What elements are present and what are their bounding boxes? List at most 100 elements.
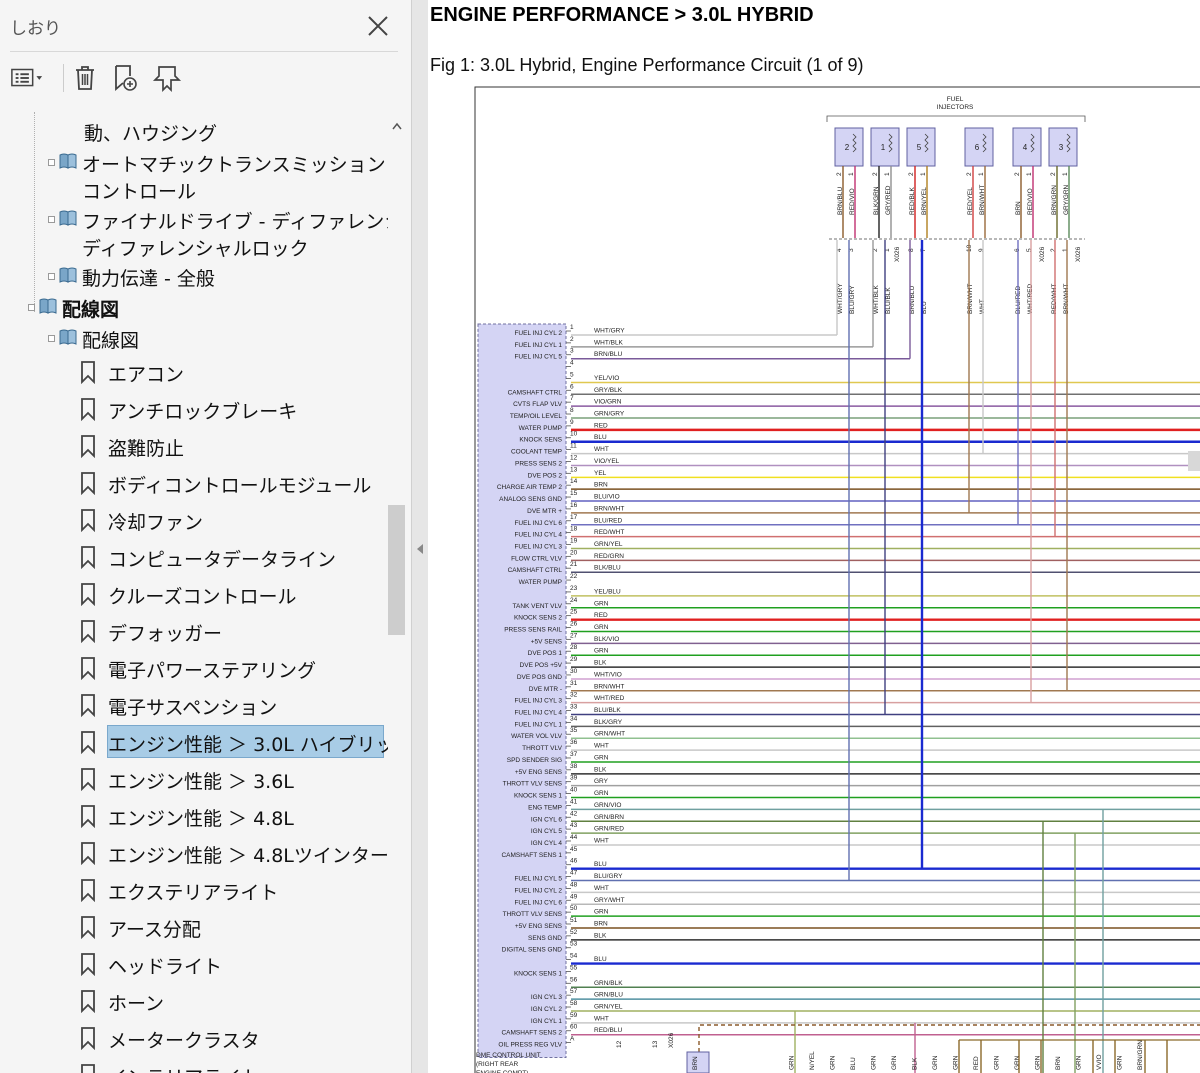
figure-caption: Fig 1: 3.0L Hybrid, Engine Performance C… <box>430 55 864 75</box>
pin-signal-label: FUEL INJ CYL 4 <box>514 532 562 539</box>
pin-number: 56 <box>570 976 578 983</box>
pin-number: A <box>570 1036 575 1043</box>
tree-node[interactable]: 動、ハウジング <box>0 116 388 147</box>
wire-color-label: YEL/VIO <box>594 375 619 382</box>
wire-color-label: YEL <box>594 470 607 477</box>
pin-signal-label: CAMSHAFT CTRL <box>508 567 563 574</box>
chevron-up-icon[interactable] <box>392 120 402 133</box>
bookmark-item[interactable]: アース分配 <box>0 909 388 946</box>
pin-signal-label: FUEL INJ CYL 5 <box>514 354 562 361</box>
bookmark-item[interactable]: ヘッドライト <box>0 946 388 983</box>
coil-symbol <box>888 133 893 153</box>
pin-signal-label: CHARGE AIR TEMP 2 <box>497 484 563 491</box>
pin-number: 30 <box>570 668 578 675</box>
harness-wire-label: WHT/BLK <box>873 284 880 314</box>
bottom-wire-label: GRN <box>1035 1055 1042 1070</box>
connector-pin: 8 <box>908 248 915 252</box>
injector-pin: 2 <box>836 172 843 176</box>
tree-node[interactable]: オートマチックトランスミッション - ギア、コントロール <box>0 147 388 204</box>
trash-icon[interactable] <box>68 62 102 94</box>
bookmark-item[interactable]: ボディコントロールモジュール <box>0 465 388 502</box>
pin-number: 11 <box>570 443 577 450</box>
sidebar-scrollbar[interactable] <box>388 112 405 1073</box>
injector-pin: 2 <box>872 172 879 176</box>
pin-signal-label: DVE MTR + <box>527 508 562 515</box>
bookmark-label: アース分配 <box>108 919 201 941</box>
bookmark-item[interactable]: 冷却ファン <box>0 502 388 539</box>
pin-signal-label: FUEL INJ CYL 6 <box>514 899 562 906</box>
bottom-wire-label: RED <box>973 1056 980 1070</box>
expand-toggle-icon[interactable] <box>48 159 55 166</box>
scroll-thumb[interactable] <box>388 505 405 635</box>
wire-color-label: GRN <box>594 754 609 761</box>
pin-number: 16 <box>570 502 578 509</box>
pin-signal-label: WATER PUMP <box>519 425 562 432</box>
bookmark-item[interactable]: クルーズコントロール <box>0 576 388 613</box>
expand-toggle-icon[interactable] <box>28 304 35 311</box>
bookmark-item[interactable]: ホーン <box>0 983 388 1020</box>
pin-number: 7 <box>570 395 574 402</box>
bookmark-item[interactable]: コンピュータデータライン <box>0 539 388 576</box>
tree-node[interactable]: 動力伝達 - 全般 <box>0 261 388 292</box>
bookmark-item[interactable]: インテリアライト <box>0 1057 388 1073</box>
chevron-left-icon[interactable] <box>416 544 424 557</box>
pin-signal-label: THROTT VLV SENS <box>503 911 563 918</box>
bookmark-item[interactable]: エンジン性能 ＞ 3.6L <box>0 761 388 798</box>
tree-node[interactable]: ファイナルドライブ - ディファレンシャル、ディファレンシャルロック <box>0 204 388 261</box>
wire-color-label: BRN <box>594 921 608 928</box>
pin-signal-label: KNOCK SENS 2 <box>514 615 562 622</box>
pin-signal-label: IGN CYL 5 <box>531 828 563 835</box>
bookmark-label: エンジン性能 ＞ 3.6L <box>108 771 294 793</box>
panel-splitter[interactable] <box>412 0 428 1073</box>
bookmark-label: 盗難防止 <box>108 438 185 460</box>
wire-color-label: RED/WHT <box>594 529 624 536</box>
pin-signal-label: +5V ENG SENS <box>515 923 563 930</box>
bookmark-item[interactable]: 電子サスペンション <box>0 687 388 724</box>
pin-signal-label: SENS GND <box>528 935 562 942</box>
bottom-wire-label: GRN <box>871 1055 878 1070</box>
bookmark-item[interactable]: デフォッガー <box>0 613 388 650</box>
tree-node[interactable]: 配線図 <box>0 323 388 354</box>
bookmark-item[interactable]: エンジン性能 ＞ 3.0L ハイブリッド <box>0 724 388 761</box>
bottom-wire-label: GRN <box>953 1055 960 1070</box>
wire-color-label: WHT/BLK <box>594 339 624 346</box>
bookmark-item[interactable]: メータークラスタ <box>0 1020 388 1057</box>
book-icon <box>58 265 78 290</box>
harness-wire-label: WHT/GRY <box>837 283 844 314</box>
bookmark-item[interactable]: エンジン性能 ＞ 4.8Lツインターボ <box>0 835 388 872</box>
options-menu-icon[interactable] <box>10 62 44 94</box>
pin-signal-label: +5V ENG SENS <box>515 769 563 776</box>
wire-color-label: GRY/WHT <box>594 897 625 904</box>
bookmark-label: ファイナルドライブ - ディファレンシャル、 <box>82 211 388 233</box>
pin-number: 40 <box>570 787 578 794</box>
bookmark-item[interactable]: エクステリアライト <box>0 872 388 909</box>
expand-toggle-icon[interactable] <box>48 216 55 223</box>
document-scroll-thumb[interactable] <box>1188 451 1200 471</box>
bookmark-label: 電子サスペンション <box>108 697 278 719</box>
close-icon[interactable] <box>366 14 390 38</box>
bookmark-item[interactable]: 盗難防止 <box>0 428 388 465</box>
pin-number: 39 <box>570 775 578 782</box>
injector-box <box>964 127 994 167</box>
expand-toggle-icon[interactable] <box>48 273 55 280</box>
connector-pin: 1 <box>884 248 891 252</box>
injector-box <box>1012 127 1042 167</box>
bookmark-icon <box>79 915 97 944</box>
coil-symbol <box>1066 133 1071 153</box>
connector-pin: 2 <box>1050 248 1057 252</box>
add-bookmark-icon[interactable] <box>108 62 142 94</box>
bookmark-item[interactable]: エアコン <box>0 354 388 391</box>
bookmark-icon <box>79 1026 97 1055</box>
bottom-wire-label: BRN/GRN <box>1137 1040 1144 1070</box>
tree-node[interactable]: 配線図 <box>0 292 388 323</box>
pin-number: 52 <box>570 929 578 936</box>
bookmark-item[interactable]: 電子パワーステアリング <box>0 650 388 687</box>
bottom-pin: 13 <box>652 1040 659 1048</box>
tag-bookmark-icon[interactable] <box>150 62 184 94</box>
expand-toggle-icon[interactable] <box>48 335 55 342</box>
bookmark-item[interactable]: エンジン性能 ＞ 4.8L <box>0 798 388 835</box>
injector-wire-label: RED/YEL <box>967 187 974 215</box>
bottom-wire-label: BLU <box>850 1057 857 1070</box>
bookmark-item[interactable]: アンチロックブレーキ <box>0 391 388 428</box>
